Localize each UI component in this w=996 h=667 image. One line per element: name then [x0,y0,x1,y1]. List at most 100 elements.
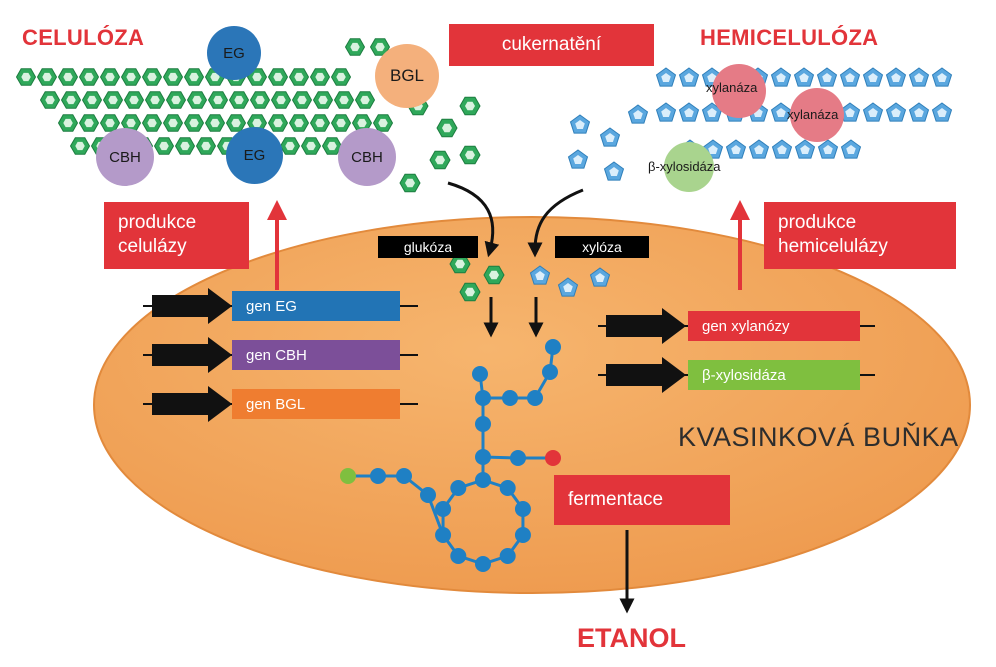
xylose-molecule-ring [573,155,583,164]
enzyme-bxylosidaza-label: β-xylosidáza [648,159,721,174]
chain-ring-node [514,501,531,518]
chain-node [370,468,386,484]
chain-node [472,366,488,382]
xylose-molecule-ring [605,133,615,142]
enzyme-bgl: BGL [375,44,439,108]
cellulose-unit-ring [87,95,97,105]
enzyme-xylanaza-2-label: xylanáza [787,107,839,122]
glucose-molecule-ring [465,101,475,111]
cellulose-unit-ring [180,141,190,151]
hemicellulase-production-box: produkce hemicelulázy [764,202,956,269]
xylose-uptake-arrow [527,188,584,258]
cellulose-unit-ring [45,95,55,105]
chain-ring-node [475,472,491,488]
xylose-unit-ring [800,145,810,154]
cellulose-unit-ring [234,95,244,105]
xylose-unit-ring [914,108,924,117]
xylose-unit-ring [661,73,671,82]
imported-xylose-ring [535,271,545,280]
cellulose-fibers [15,38,394,155]
cellulose-unit-ring [255,95,265,105]
cellulose-unit-ring [171,95,181,105]
cellulose-unit-ring [306,141,316,151]
chain-end-green [340,468,356,484]
gene-eg-bar: gen EG [232,291,400,321]
xylose-unit-ring [684,108,694,117]
cellulose-unit-ring [315,72,325,82]
chain-node [510,450,526,466]
glucose-uptake-arrow [447,181,500,258]
xylose-unit-ring [776,73,786,82]
gene-cbh-arrow [143,337,418,373]
glucose-molecule-ring [442,123,452,133]
enzyme-eg-mid: EG [226,127,283,184]
xylose-label: xylóza [555,236,649,258]
cellulose-unit-ring [336,72,346,82]
enzyme-xylanaza-1-circle [712,64,766,118]
cellulose-unit-ring [42,72,52,82]
xylose-unit-ring [914,73,924,82]
cellulose-unit-ring [252,72,262,82]
xylose-unit-ring [684,73,694,82]
glucose-molecule-ring [405,178,415,188]
cellulose-unit-ring [63,118,73,128]
enzyme-cbh-right: CBH [338,128,396,186]
cellulose-unit-ring [129,95,139,105]
xylose-unit-ring [845,73,855,82]
cellulose-unit-ring [168,72,178,82]
gene-xylanozy-arrow [598,308,875,344]
cellulase-production-line1: produkce [118,212,197,233]
chain-node [542,364,558,380]
cellulose-unit-ring [273,118,283,128]
cellulose-unit-ring [360,95,370,105]
cellulose-unit-ring [201,141,211,151]
xylose-unit-ring [777,145,787,154]
imported-glucose-ring [489,270,499,280]
chain-ring-node [514,526,531,543]
cellulase-production-box: produkce celulázy [104,202,249,269]
cellulose-unit-ring [189,118,199,128]
xylose-unit-ring [823,145,833,154]
chain-node [502,390,518,406]
xylose-molecule-ring [609,167,619,176]
chain-end-red [545,450,561,466]
chain-node [475,390,491,406]
xylose-molecule-ring [633,110,643,119]
xylose-unit-ring [891,73,901,82]
chain-ring-node [435,526,452,543]
gene-bxylosidaza-bar: β-xylosidáza [688,360,860,390]
cellulose-unit-ring [66,95,76,105]
cellulose-unit-ring [213,95,223,105]
xylose-unit-ring [776,108,786,117]
hemicellulase-production-line1: produkce [778,212,857,233]
cellulose-unit-ring [350,42,360,52]
xylose-unit-ring [754,145,764,154]
imported-sugar-molecules [449,254,611,302]
imported-xylose-ring [595,273,605,282]
enzyme-eg-top: EG [207,26,261,80]
enzyme-xylanaza-2-circle [790,88,844,142]
cellulose-unit-ring [126,118,136,128]
chain-ring-node [499,547,516,564]
xylose-unit-ring [731,145,741,154]
chain-node [475,449,491,465]
cellulose-unit-ring [147,72,157,82]
cellulose-unit-ring [276,95,286,105]
chain-ring-node [435,501,452,518]
cellulose-unit-ring [63,72,73,82]
cellulose-unit-ring [21,72,31,82]
cellulose-unit-ring [297,95,307,105]
cellulase-production-line2: celulázy [118,235,187,257]
gene-cbh-bar: gen CBH [232,340,400,370]
gene-eg-arrow [143,288,418,324]
cellulose-unit-ring [339,95,349,105]
xylose-unit-ring [891,108,901,117]
imported-glucose-ring [465,287,475,297]
saccharification-label: cukernatění [449,24,654,66]
cellulose-unit-ring [75,141,85,151]
cellulose-unit-ring [105,72,115,82]
enzyme-bxylosidaza-circle [664,142,714,192]
cellulose-unit-ring [168,118,178,128]
free-glucose-molecules [399,96,481,193]
xylose-unit-ring [707,108,717,117]
